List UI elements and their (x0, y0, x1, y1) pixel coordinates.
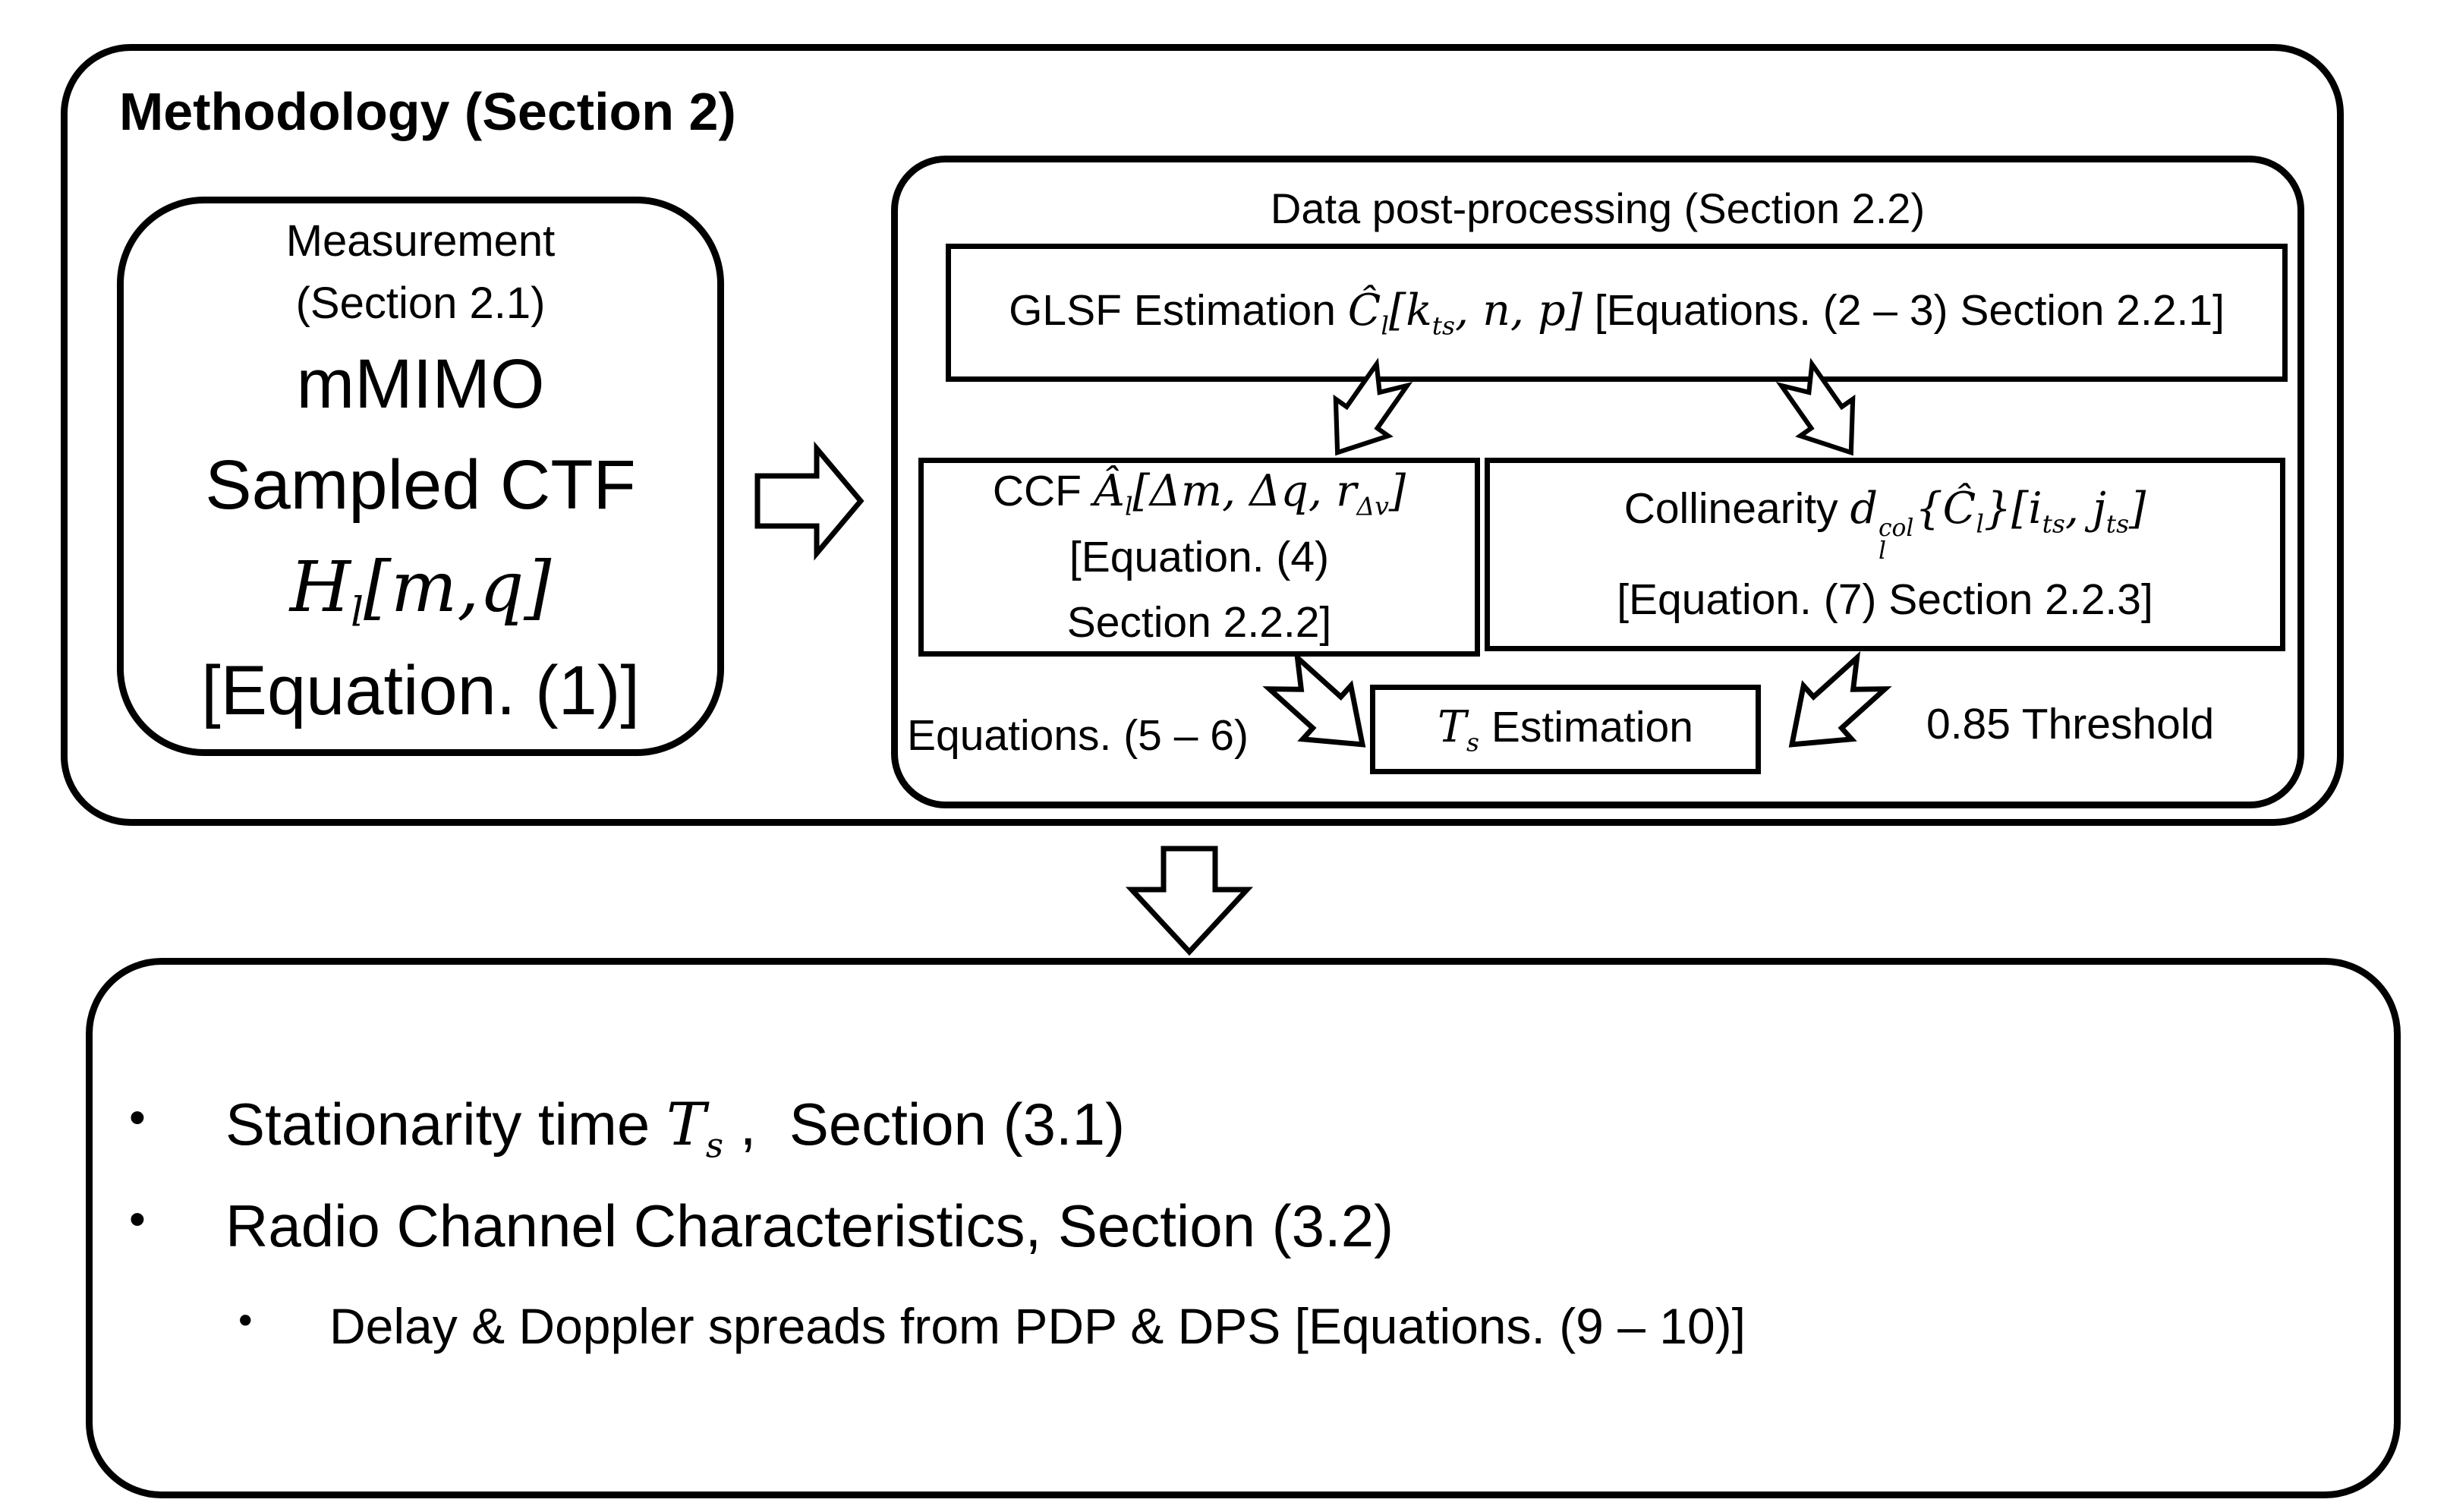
col-d-sup: col (1878, 515, 1914, 543)
glsf-c-sub: l (1381, 310, 1389, 341)
bent-arrow-ccf-to-ts-icon (1258, 650, 1387, 767)
bullet1-text: Stationarity time Ts , Section (3.1) (225, 1091, 1126, 1164)
measurement-box: Measurement (Section 2.1) mMIMO Sampled … (117, 197, 724, 756)
post-processing-title-text: Data post-processing (Section 2.2) (1270, 184, 1926, 232)
measurement-title: Measurement (285, 216, 556, 266)
ctf-args: [m,q] (364, 546, 552, 628)
bullet1-ts-sub: s (705, 1125, 724, 1166)
ccf-a-sub: l (1124, 491, 1133, 521)
measurement-section-ref: (Section 2.1) (295, 278, 546, 328)
glsf-k: k (1406, 285, 1432, 335)
bent-arrow-collinearity-to-ts-icon (1767, 650, 1896, 767)
ccf-prefix: CCF (992, 467, 1094, 516)
collinearity-prefix: Collinearity (1623, 484, 1850, 534)
ts-label: Estimation (1479, 702, 1693, 751)
glsf-estimation-box: GLSF Estimation Ĉl[kts, n, p] [Equations… (946, 244, 2288, 382)
measurement-ctf-formula: Hl[m,q] (290, 537, 551, 641)
bent-arrow-to-collinearity-icon (1759, 357, 1888, 468)
glsf-formula: Ĉl[kts, n, p] (1347, 285, 1583, 340)
equations-5-6-label: Equations. (5 – 6) (907, 710, 1249, 761)
glsf-text: GLSF Estimation Ĉl[kts, n, p] [Equations… (1009, 285, 2225, 340)
threshold-label: 0.85 Threshold (1926, 699, 2214, 749)
bullet2-text: Radio Channel Characteristics, Section (… (225, 1192, 1394, 1259)
measurement-equation-ref: [Equation. (1)] (201, 652, 640, 730)
col-close: ] (2129, 484, 2146, 534)
bullet-marker: • (129, 1091, 146, 1144)
bullet-stationarity-time: • Stationarity time Ts , Section (3.1) (129, 1091, 1126, 1164)
methodology-box: Methodology (Section 2) Measurement (Sec… (61, 44, 2344, 826)
bullet-delay-doppler: • Delay & Doppler spreads from PDP & DPS… (238, 1298, 1746, 1354)
glsf-prefix: GLSF Estimation (1009, 285, 1348, 335)
equations-5-6-text: Equations. (5 – 6) (907, 711, 1249, 760)
ts-estimation-box: Ts Estimation (1370, 685, 1761, 774)
methodology-title-text: Methodology (Section 2) (119, 82, 736, 141)
col-j-sub: ts (2105, 509, 2130, 539)
outcomes-box: • Stationarity time Ts , Section (3.1) •… (86, 958, 2401, 1498)
bent-arrow-to-ccf-icon (1300, 357, 1429, 468)
col-i-sub: ts (2042, 509, 2065, 539)
glsf-c-hat: Ĉ (1347, 285, 1381, 335)
methodology-title: Methodology (Section 2) (119, 81, 736, 142)
col-brace: {Ĉ (1915, 484, 1976, 534)
col-brace-sub: l (1976, 509, 1984, 539)
glsf-rest: , n, p] (1454, 285, 1583, 335)
ccf-line1: CCF Âl[Δm, Δq, rΔv] (993, 459, 1406, 525)
ts-estimation-text: Ts Estimation (1438, 702, 1693, 757)
ccf-box: CCF Âl[Δm, Δq, rΔv] [Equation. (4) Secti… (918, 458, 1480, 657)
bullet1-ts-formula: Ts (666, 1091, 723, 1164)
ctf-base: H (289, 546, 351, 628)
ts-formula: Ts (1438, 701, 1479, 757)
ccf-formula: Âl[Δm, Δq, rΔv] (1093, 466, 1406, 521)
bullet3-text: Delay & Doppler spreads from PDP & DPS [… (329, 1298, 1746, 1354)
flow-arrow-right-icon (754, 441, 864, 561)
post-processing-title: Data post-processing (Section 2.2) (898, 184, 2297, 233)
ts-sub: s (1466, 727, 1480, 758)
measurement-line-sampled-ctf: Sampled CTF (205, 446, 636, 524)
ctf-sub: l (350, 587, 364, 635)
ccf-args: [Δm, Δq, r (1132, 466, 1357, 517)
ccf-close: ] (1388, 466, 1406, 517)
col-d-sub: l (1878, 537, 1886, 565)
bullet-marker: • (129, 1193, 146, 1246)
col-comma: , j (2064, 484, 2106, 534)
bullet1-ts-base: T (666, 1091, 706, 1159)
bullet-marker: • (238, 1298, 253, 1343)
glsf-k-sub: ts (1431, 310, 1455, 341)
bullet1-suffix: , Section (3.1) (723, 1091, 1126, 1158)
ccf-r-sub: Δv (1356, 491, 1389, 521)
ccf-line3: Section 2.2.2] (1066, 597, 1332, 647)
collinearity-line2: [Equation. (7) Section 2.2.3] (1617, 575, 2153, 624)
post-processing-box: Data post-processing (Section 2.2) GLSF … (891, 156, 2304, 808)
col-d: d (1850, 484, 1878, 534)
ccf-line2: [Equation. (4) (1069, 533, 1330, 581)
glsf-open: [ (1388, 285, 1406, 335)
measurement-line-mmimo: mMIMO (296, 345, 545, 423)
ccf-a-hat: Â (1093, 466, 1125, 517)
ts-base: T (1438, 701, 1467, 752)
bullet-radio-channel: • Radio Channel Characteristics, Section… (129, 1192, 1394, 1259)
col-mid: }[i (1983, 484, 2042, 534)
glsf-suffix: [Equations. (2 – 3) Section 2.2.1] (1582, 285, 2225, 335)
threshold-text: 0.85 Threshold (1926, 700, 2215, 748)
flow-arrow-down-icon (1125, 844, 1254, 956)
bullet1-prefix: Stationarity time (225, 1091, 666, 1158)
